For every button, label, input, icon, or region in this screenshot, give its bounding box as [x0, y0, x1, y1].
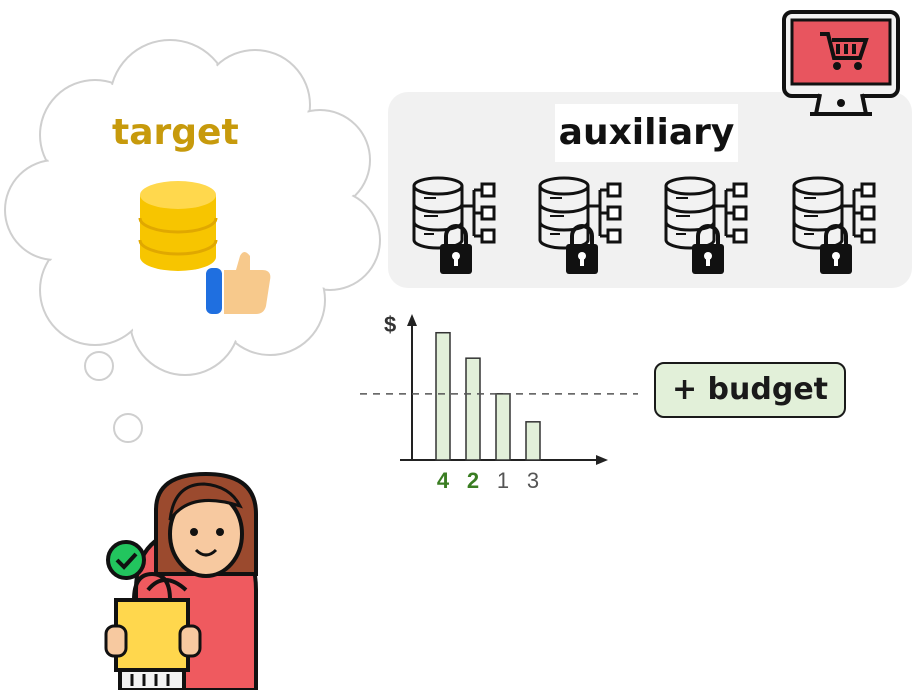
bar-4: [435, 331, 451, 461]
y-axis-label: $: [384, 312, 396, 337]
locked-database-icon: [792, 176, 876, 276]
budget-box: + budget: [654, 362, 846, 418]
shopping-cart-monitor-icon: [782, 10, 900, 116]
target-label: target: [112, 104, 239, 162]
tick-label-1: 1: [497, 468, 509, 493]
bar-1: [495, 393, 511, 461]
locked-database-icon: [664, 176, 748, 276]
auxiliary-label: auxiliary: [555, 104, 738, 162]
thought-cloud: [4, 39, 381, 443]
tick-label-3: 3: [527, 468, 539, 493]
auxiliary-databases: [412, 176, 876, 276]
tick-label-2: 2: [467, 468, 479, 493]
bar-2: [465, 357, 481, 461]
tick-label-4: 4: [437, 468, 450, 493]
locked-database-icon: [412, 176, 496, 276]
check-icon: [106, 540, 146, 580]
bar-3: [525, 421, 541, 461]
thumbs-up-icon: [206, 252, 271, 314]
database-icon: [138, 181, 218, 271]
locked-database-icon: [538, 176, 622, 276]
shopper-with-bag-icon: [104, 471, 258, 690]
